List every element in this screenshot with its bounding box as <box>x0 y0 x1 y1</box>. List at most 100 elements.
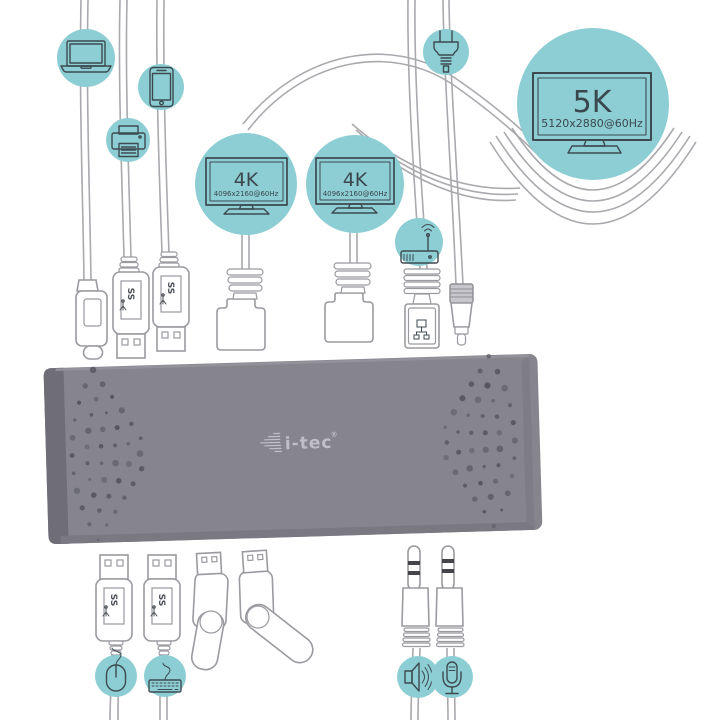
smartphone-icon <box>149 66 174 108</box>
vent-hole <box>125 460 132 467</box>
usb-flash-drive-2 <box>238 549 314 664</box>
brand-logo: i-tec ® <box>260 431 339 454</box>
vent-hole <box>79 505 85 511</box>
vent-hole <box>122 495 127 500</box>
vent-hole <box>118 407 125 414</box>
display-4k-left-label: 4K <box>234 169 259 191</box>
display-5k-label: 5K <box>573 85 613 120</box>
vent-hole <box>452 469 459 476</box>
vent-hole <box>510 420 516 426</box>
vent-hole <box>477 368 483 374</box>
vent-hole <box>69 434 76 441</box>
svg-text:SS: SS <box>108 594 118 607</box>
video-cable-connector-1 <box>216 268 266 351</box>
vent-hole <box>443 425 447 429</box>
badge-display-5k: 5K 5120x2880@60Hz <box>517 28 669 180</box>
usb-a-connector-bottom-2: SS <box>143 554 181 656</box>
audio-jack-speaker <box>401 545 431 648</box>
vent-hole <box>73 487 81 495</box>
vent-hole <box>484 382 491 389</box>
vent-hole <box>472 496 478 502</box>
vent-hole <box>112 459 119 467</box>
badge-printer <box>106 118 150 162</box>
badge-keyboard <box>144 655 186 697</box>
monitor-5k-icon <box>532 72 652 154</box>
vent-hole <box>450 408 458 416</box>
vent-hole <box>482 430 488 436</box>
vent-hole <box>480 414 485 419</box>
vent-hole <box>496 445 504 453</box>
usb-superspeed-logo: SS <box>102 594 118 617</box>
vent-hole <box>478 480 483 486</box>
vent-holes-left <box>69 366 145 542</box>
vent-hole <box>482 446 489 453</box>
vent-hole <box>138 436 143 441</box>
vent-hole <box>491 399 495 403</box>
brand-logo-text: i-tec <box>285 433 333 454</box>
vent-hole <box>99 426 106 433</box>
vent-hole <box>82 383 88 389</box>
vent-hole <box>99 381 106 388</box>
vent-hole <box>507 403 512 408</box>
vent-hole <box>512 456 517 461</box>
vent-hole <box>105 523 109 527</box>
vent-hole <box>71 471 76 476</box>
vent-hole <box>509 473 515 479</box>
vent-hole <box>85 461 90 466</box>
vent-hole <box>469 430 474 436</box>
wifi-router-icon <box>400 224 439 264</box>
vent-hole <box>115 477 122 484</box>
vent-hole <box>138 465 145 472</box>
vent-hole <box>482 464 486 469</box>
badge-display-4k-left: 4K 4096x2160@60Hz <box>195 133 297 235</box>
vent-hole <box>73 418 77 422</box>
vent-hole <box>106 493 112 499</box>
vent-hole <box>98 443 104 449</box>
vent-hole <box>84 444 90 450</box>
mouse-icon <box>105 647 127 692</box>
vent-hole <box>113 509 118 514</box>
vent-hole <box>88 477 92 481</box>
vent-hole <box>87 522 92 527</box>
vent-hole <box>456 449 462 455</box>
usb-a-connector-bottom-1: SS <box>95 554 133 656</box>
ethernet-icon <box>413 319 430 340</box>
usb-superspeed-logo: SS <box>119 288 135 311</box>
svg-text:SS: SS <box>125 288 135 301</box>
video-cable-connector-2 <box>324 262 374 343</box>
usb-superspeed-logo: SS <box>150 594 166 617</box>
vent-hole <box>90 492 97 498</box>
vent-hole <box>89 412 94 417</box>
usb-flash-drive-1 <box>190 551 229 671</box>
vent-hole <box>500 508 504 512</box>
cables <box>79 0 464 720</box>
vent-hole <box>474 396 482 404</box>
vent-hole <box>504 490 511 497</box>
badge-display-4k-right: 4K 4096x2160@60Hz <box>306 135 404 233</box>
vent-hole <box>136 450 144 457</box>
audio-jack-microphone <box>435 545 465 648</box>
power-plug-icon <box>433 30 459 73</box>
vent-hole <box>129 421 134 426</box>
usb-superspeed-logo: SS <box>159 282 175 305</box>
vent-hole <box>104 411 108 415</box>
microphone-icon <box>442 661 462 695</box>
vent-hole <box>114 425 120 431</box>
badge-power-plug <box>423 29 469 75</box>
vent-hole <box>459 395 466 402</box>
vent-hole <box>101 476 108 484</box>
logo-arrow-icon <box>260 432 283 453</box>
badge-laptop <box>57 29 115 87</box>
vent-hole <box>501 384 509 392</box>
dc-power-connector <box>449 283 474 346</box>
vent-hole <box>463 483 468 488</box>
display-4k-right-resolution: 4096x2160@60Hz <box>323 190 388 198</box>
badge-mouse <box>95 647 137 697</box>
vent-hole <box>109 394 115 399</box>
vent-hole <box>126 442 130 446</box>
vent-hole <box>97 508 102 513</box>
usb-a-connector-top-2: SS <box>152 251 190 352</box>
badge-wifi-router <box>395 218 443 266</box>
